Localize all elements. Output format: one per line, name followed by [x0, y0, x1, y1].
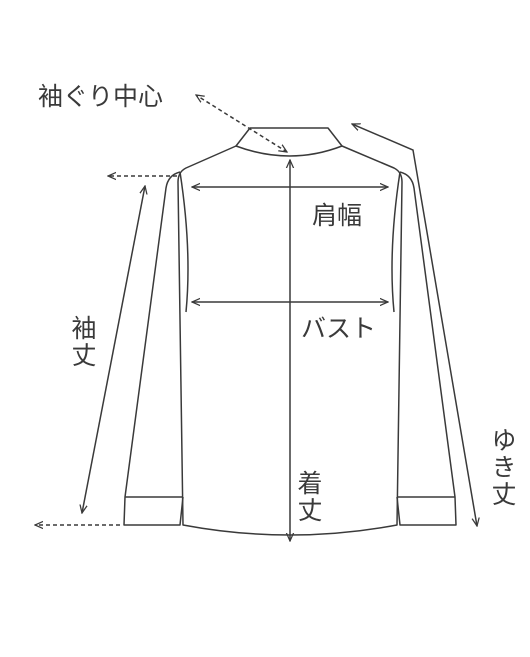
armhole-center-label: 袖ぐり中心 — [38, 82, 164, 111]
yuki-length-label: ゆき丈 — [488, 427, 517, 508]
measurement-arrows — [35, 95, 477, 541]
yuki-length-arrow — [352, 124, 477, 526]
sleeve-length-label: 袖丈 — [68, 315, 97, 369]
body-length-label: 着丈 — [294, 470, 323, 524]
bust-label: バスト — [301, 314, 377, 343]
right-armhole-seam — [391, 171, 401, 313]
left-armhole-seam — [179, 171, 189, 313]
shoulder-width-label: 肩幅 — [312, 201, 363, 230]
collar — [235, 127, 343, 157]
sleeve-length-arrow — [82, 186, 145, 513]
armhole-center-dashed-arrow — [196, 95, 287, 152]
left-sleeve — [123, 171, 184, 526]
